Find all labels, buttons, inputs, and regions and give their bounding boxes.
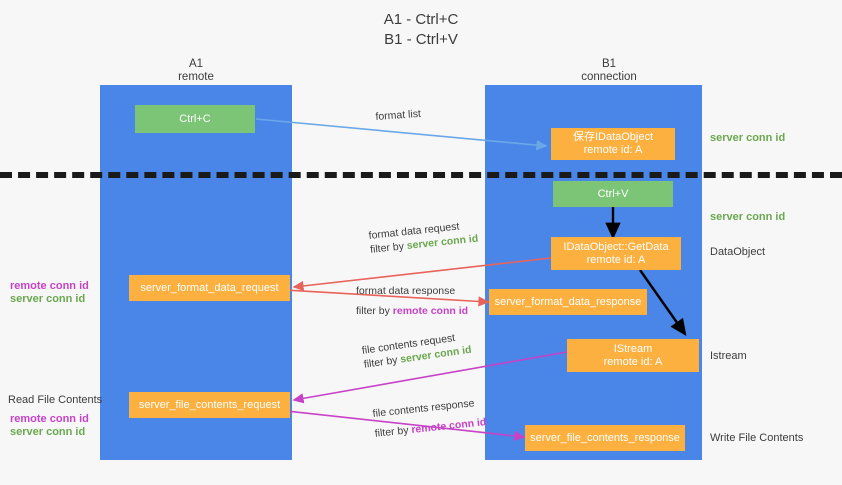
box-ctrl-c[interactable]: Ctrl+C <box>135 105 255 133</box>
label-left-remote-conn-id-1: remote conn id <box>10 280 89 292</box>
label-left-read-file-contents: Read File Contents <box>8 394 103 406</box>
box-getdata-line-1: IDataObject::GetData <box>563 240 669 253</box>
box-istream-line-1: IStream <box>613 342 653 355</box>
lane-header-b1-name: B1 <box>601 58 617 70</box>
box-server-format-data-request-line-1: server_format_data_request <box>140 281 279 294</box>
box-getdata[interactable]: IDataObject::GetData remote id: A <box>551 237 681 270</box>
box-istream[interactable]: IStream remote id: A <box>567 339 699 372</box>
caption-file-contents-response-filter-prefix: filter by <box>374 424 413 440</box>
caption-format-list-text: format list <box>375 107 422 123</box>
box-ctrl-v[interactable]: Ctrl+V <box>553 181 673 207</box>
label-right-server-conn-id-2: server conn id <box>710 211 786 223</box>
caption-format-data-response-text: format data response <box>356 285 456 297</box>
box-save-idataobject[interactable]: 保存IDataObject remote id: A <box>551 128 675 160</box>
caption-file-contents-response: file contents response filter by remote … <box>372 395 487 441</box>
caption-format-data-response: format data response filter by remote co… <box>356 284 468 318</box>
label-right-server-conn-id-1: server conn id <box>710 132 786 144</box>
box-ctrl-c-line-1: Ctrl+C <box>179 112 211 125</box>
caption-format-list: format list <box>375 107 421 124</box>
box-server-format-data-response-line-1: server_format_data_response <box>494 295 642 308</box>
label-right-write-file-contents: Write File Contents <box>710 432 804 444</box>
lane-header-b1: B1 connection <box>545 58 673 84</box>
page-title: A1 - Ctrl+C B1 - Ctrl+V <box>0 10 842 50</box>
caption-format-data-request: format data request filter by server con… <box>368 218 479 257</box>
caption-format-data-request-filter-prefix: filter by <box>369 240 408 256</box>
lane-header-a1-name: A1 <box>188 58 204 70</box>
box-istream-line-2: remote id: A <box>603 355 663 368</box>
label-left-remote-conn-id-2: remote conn id <box>10 413 89 425</box>
box-server-file-contents-request-line-1: server_file_contents_request <box>138 398 281 411</box>
lane-header-a1-sub: remote <box>178 71 214 83</box>
box-save-idataobject-line-2: remote id: A <box>583 144 643 156</box>
caption-file-contents-request: file contents request filter by server c… <box>361 329 472 372</box>
box-server-format-data-response[interactable]: server_format_data_response <box>489 289 647 315</box>
box-ctrl-v-line-1: Ctrl+V <box>597 187 629 200</box>
caption-file-contents-request-filter-prefix: filter by <box>363 353 402 371</box>
box-server-file-contents-request[interactable]: server_file_contents_request <box>129 392 290 418</box>
box-server-file-contents-response-line-1: server_file_contents_response <box>530 431 680 444</box>
title-line-2: B1 - Ctrl+V <box>384 31 458 48</box>
box-getdata-line-2: remote id: A <box>586 253 646 266</box>
caption-format-data-response-filter-prefix: filter by <box>356 305 393 317</box>
label-right-istream: Istream <box>710 350 747 362</box>
label-left-server-conn-id-2: server conn id <box>10 426 86 438</box>
box-server-format-data-request[interactable]: server_format_data_request <box>129 275 290 301</box>
label-right-dataobject: DataObject <box>710 246 766 258</box>
label-left-server-conn-id-1: server conn id <box>10 293 86 305</box>
caption-format-data-response-filter-value: remote conn id <box>392 305 469 317</box>
title-line-1: A1 - Ctrl+C <box>383 11 459 28</box>
caption-file-contents-response-filter-value: remote conn id <box>410 416 487 436</box>
box-server-file-contents-response[interactable]: server_file_contents_response <box>525 425 685 451</box>
caption-format-data-response-filter: filter by remote conn id <box>356 304 468 318</box>
dashed-divider <box>0 172 842 178</box>
lane-header-b1-sub: connection <box>581 71 637 83</box>
lane-header-a1: A1 remote <box>132 58 260 84</box>
box-save-idataobject-line-1: 保存IDataObject <box>572 131 654 143</box>
